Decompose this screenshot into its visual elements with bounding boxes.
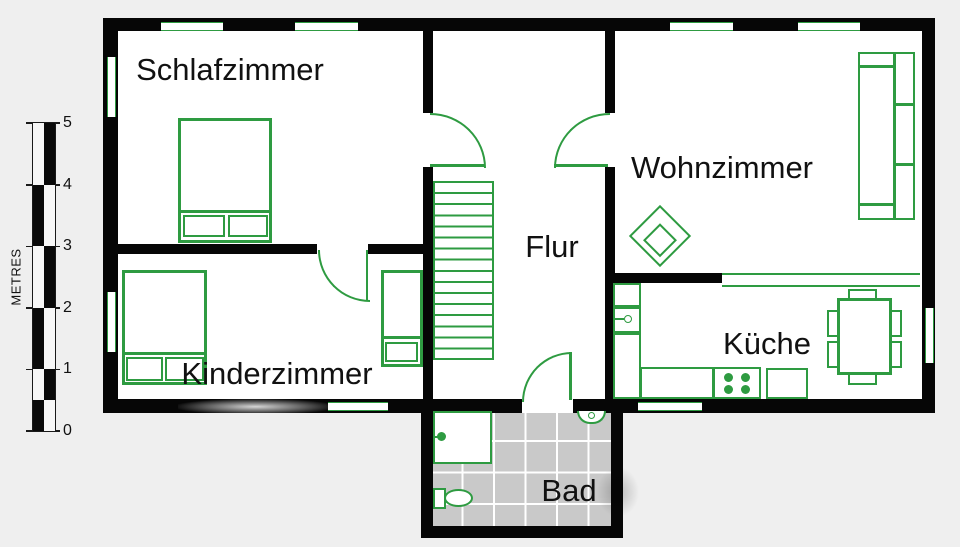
window	[670, 22, 733, 31]
room-label-bad: Bad	[541, 473, 597, 508]
stove-burner	[741, 373, 750, 382]
shower-head	[437, 432, 446, 441]
sofa-cushion-line	[893, 103, 915, 106]
wall-living-kitchen	[615, 273, 722, 283]
window	[638, 402, 702, 411]
kitchen-sink-icon	[624, 315, 632, 323]
interior-window	[722, 273, 920, 287]
wall-bottom-right-segment	[573, 399, 935, 413]
kitchen-counter	[640, 367, 714, 399]
armchair-seat	[643, 223, 677, 258]
door-leaf-bathroom	[569, 352, 572, 400]
room-label-flur: Flur	[525, 229, 579, 264]
scale-number: 5	[63, 114, 72, 131]
scale-number: 2	[63, 299, 72, 316]
kitchen-tap	[613, 318, 624, 320]
sofa-cushion-line	[893, 163, 915, 166]
scale-bar	[32, 122, 56, 432]
toilet-bowl-icon	[444, 489, 473, 507]
bath-wall-right	[611, 413, 623, 538]
scale-number: 3	[63, 237, 72, 254]
bed-divider	[381, 336, 423, 339]
room-label-schlafzimmer: Schlafzimmer	[136, 52, 324, 87]
scale-column-right	[44, 123, 55, 431]
pillow-icon	[228, 215, 268, 237]
wall-hall-right-upper	[605, 31, 615, 113]
wall-bedroom-kidsroom-a	[118, 244, 317, 254]
sofa-backrest-line	[893, 52, 896, 220]
scale-number: 0	[63, 422, 72, 439]
door-leaf-bedroom	[430, 164, 484, 167]
window	[107, 292, 116, 352]
wall-hall-left-upper	[423, 31, 433, 113]
sofa-armrest-line	[858, 65, 895, 68]
stove-burner	[724, 373, 733, 382]
bath-wall-bottom	[421, 526, 623, 538]
window	[107, 57, 116, 117]
sofa-armrest-line	[858, 203, 895, 206]
scale-number: 4	[63, 176, 72, 193]
kitchen-counter	[766, 368, 808, 399]
dining-table-icon	[837, 298, 892, 375]
wall-hall-left-lower	[423, 167, 433, 399]
window	[925, 308, 934, 363]
pillow-icon	[385, 342, 418, 362]
scale-column-left	[33, 123, 44, 431]
stove-burner	[724, 385, 733, 394]
basin-drain	[588, 412, 595, 419]
room-label-wohnzimmer: Wohnzimmer	[630, 150, 814, 185]
wall-hall-right-lower	[605, 167, 615, 399]
bath-wall-left	[421, 413, 433, 538]
floor-shading	[596, 466, 640, 518]
kitchen-counter	[613, 333, 641, 399]
wall-shading	[178, 399, 333, 413]
pillow-icon	[165, 357, 204, 381]
window	[161, 22, 223, 31]
door-leaf-livingroom	[554, 164, 608, 167]
window	[328, 402, 388, 411]
stove-burner	[741, 385, 750, 394]
window	[295, 22, 358, 31]
scale-unit-label: METRES	[8, 248, 24, 306]
room-label-kueche: Küche	[723, 326, 811, 361]
room-label-kinderzimmer: Kinderzimmer	[181, 356, 373, 391]
sofa-icon	[858, 52, 915, 220]
window	[798, 22, 860, 31]
pillow-icon	[183, 215, 225, 237]
wall-bedroom-kidsroom-b	[368, 244, 423, 254]
bed-divider	[122, 352, 207, 355]
door-leaf-kidsroom	[365, 250, 368, 300]
pillow-icon	[126, 357, 163, 381]
scale-number: 1	[63, 360, 72, 377]
kitchen-counter	[613, 283, 641, 307]
stove-icon	[713, 367, 761, 399]
stairs-icon	[433, 181, 494, 360]
bed-divider	[178, 210, 272, 213]
